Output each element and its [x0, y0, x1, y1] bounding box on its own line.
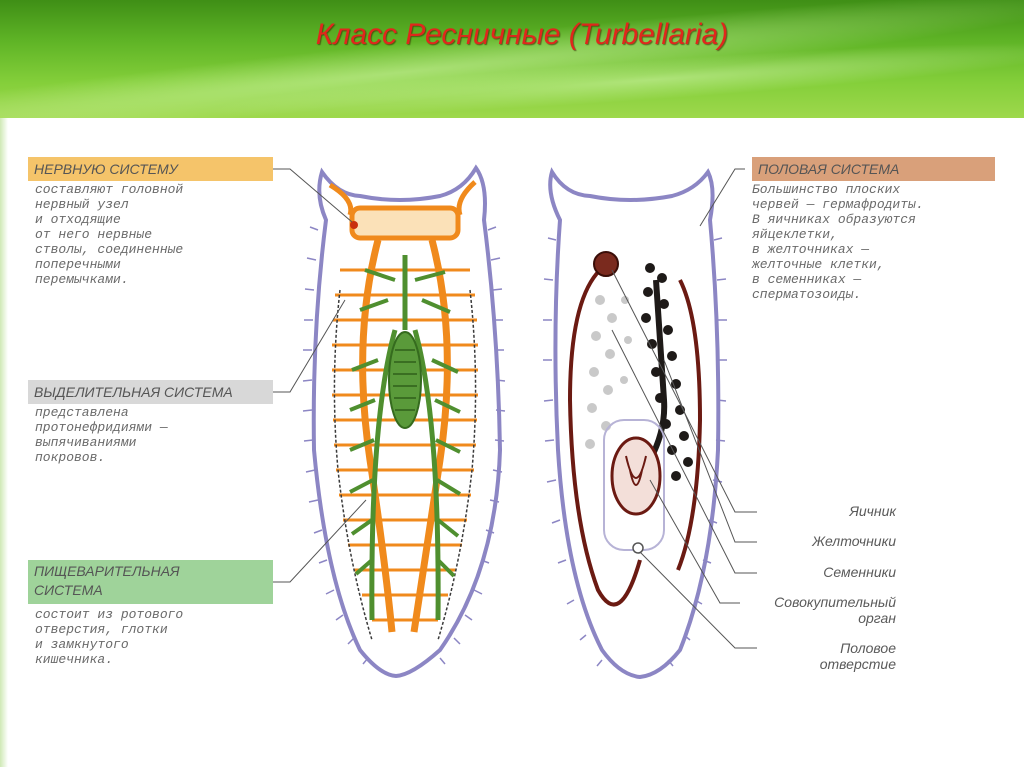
digestive-system-text: состоит из ротового отверстия, глотки и …: [35, 607, 184, 667]
excretory-system-heading: ВЫДЕЛИТЕЛЬНАЯ СИСТЕМА: [28, 380, 273, 404]
right-worm-body: [548, 167, 721, 680]
excretory-system: [333, 289, 477, 641]
label-testes: Семенники: [823, 564, 896, 580]
left-frame-edge: [0, 118, 8, 767]
reproductive-ducts: [567, 268, 703, 607]
testes: [585, 295, 632, 449]
reproductive-system-text: Большинство плоских червей — гермафродит…: [752, 182, 924, 302]
digestive-system: [349, 255, 462, 621]
slide-title: Класс Ресничные (Turbellaria): [315, 18, 729, 51]
right-worm: [543, 167, 727, 680]
ovary: [593, 251, 619, 277]
vitellaria: [641, 263, 693, 481]
nervous-system-heading: НЕРВНУЮ СИСТЕМУ: [28, 157, 273, 181]
left-worm-cilia: [302, 226, 506, 665]
cerebral-ganglion: [350, 221, 358, 229]
digestive-system-heading: ПИЩЕВАРИТЕЛЬНАЯ СИСТЕМА: [28, 560, 273, 604]
nervous-system: [328, 180, 478, 633]
copulatory-organ: [610, 436, 662, 516]
label-genital-opening: Половое отверстие: [819, 640, 896, 672]
leader-lines: [273, 168, 757, 649]
right-worm-cilia: [543, 237, 727, 667]
nervous-system-text: составляют головной нервный узел и отход…: [35, 182, 184, 287]
reproductive-system-heading: ПОЛОВАЯ СИСТЕМА: [752, 157, 995, 181]
diagram-panel: [10, 118, 1020, 764]
excretory-system-text: представлена протонефридиями — выпячиван…: [35, 405, 168, 465]
header-band: [0, 0, 1024, 118]
label-ovary: Яичник: [849, 503, 896, 519]
left-worm: [302, 164, 506, 679]
genital-pore: [632, 542, 644, 554]
label-copulatory-organ: Совокупительный орган: [774, 594, 896, 626]
label-vitellaria: Желточники: [812, 533, 896, 549]
pharynx: [388, 331, 422, 429]
